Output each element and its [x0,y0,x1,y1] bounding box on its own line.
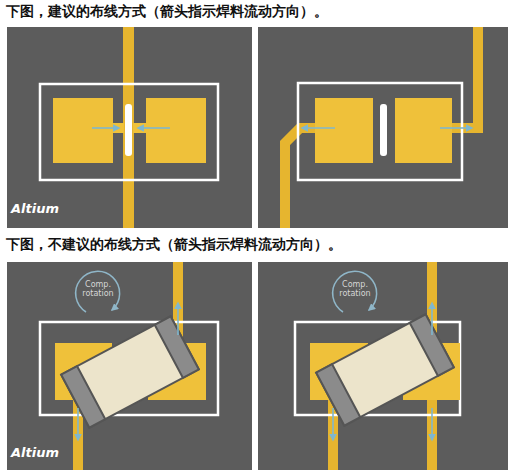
pad [53,98,113,163]
flow-arrow [177,303,179,335]
panel [258,262,508,470]
component-body [316,314,454,425]
trace [450,27,478,128]
flow-arrow [431,408,433,440]
flow-arrow [332,408,334,440]
trace [285,128,316,228]
slot [125,104,132,156]
panel [7,262,252,470]
component-terminal [316,364,360,425]
component-terminal [61,366,105,427]
courtyard-outline [298,83,462,180]
panel [258,27,508,228]
flow-arrow [440,127,472,129]
flow-arrow [138,127,170,129]
watermark: Altium [11,202,91,217]
trace [123,27,134,228]
flow-arrow [77,408,79,440]
heading: 下图，不建议的布线方式（箭头指示焊料流动方向）。 [6,236,506,252]
rotation-note: Comp. rotation [335,280,375,298]
heading: 下图，建议的布线方式（箭头指示焊料流动方向）。 [6,3,506,19]
pad [315,98,373,163]
flow-arrow [302,127,335,129]
flow-arrow [92,127,119,129]
rotation-arc [333,271,377,312]
pad [395,98,452,163]
panel [7,27,252,228]
component [316,314,454,425]
watermark: Altium [11,446,91,461]
component-terminal [155,316,199,377]
rotation-arc [76,271,120,312]
pad [146,98,206,163]
rotation-note: Comp. rotation [78,280,118,298]
flow-arrow [431,303,433,335]
slot [380,104,387,156]
courtyard-outline [40,84,218,180]
